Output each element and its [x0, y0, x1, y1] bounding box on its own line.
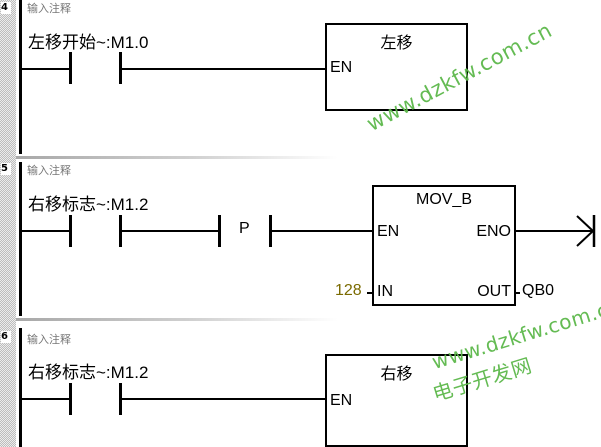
function-box-shift-right[interactable]: 右移 EN	[325, 354, 468, 447]
contact-right-bar[interactable]	[119, 52, 122, 84]
edge-detector-right-bar[interactable]	[269, 215, 272, 247]
wire	[22, 230, 70, 232]
wire	[271, 230, 374, 232]
power-rail	[19, 0, 22, 154]
pin-en: EN	[330, 59, 353, 76]
pin-out: OUT	[477, 283, 511, 300]
box-title: 右移	[380, 366, 413, 383]
contact-right-bar[interactable]	[119, 383, 122, 415]
pin-eno: ENO	[476, 223, 511, 240]
function-box-mov-b[interactable]: MOV_B EN IN ENO OUT	[372, 185, 516, 306]
network-number: 4	[1, 2, 11, 14]
network-separator	[16, 156, 601, 159]
wire	[121, 230, 219, 232]
contact-label[interactable]: 右移标志~:M1.2	[28, 195, 149, 214]
contact-left-bar[interactable]	[69, 52, 72, 84]
function-box-shift-left[interactable]: 左移 EN	[325, 23, 468, 111]
power-rail	[19, 162, 22, 316]
contact-left-bar[interactable]	[69, 215, 72, 247]
network-comment[interactable]: 输入注释	[27, 165, 71, 177]
power-rail	[19, 328, 22, 447]
contact-left-bar[interactable]	[69, 383, 72, 415]
box-title: 左移	[380, 35, 413, 52]
pin-in: IN	[377, 283, 393, 300]
out-operand-value[interactable]: QB0	[522, 282, 555, 299]
wire	[22, 68, 70, 70]
contact-label[interactable]: 右移标志~:M1.2	[28, 363, 149, 382]
wire	[121, 398, 327, 400]
network-comment[interactable]: 输入注释	[27, 334, 71, 346]
network-number: 5	[1, 163, 11, 175]
network-number: 6	[1, 331, 11, 343]
box-title: MOV_B	[415, 191, 472, 208]
edge-detector-left-bar[interactable]	[218, 215, 221, 247]
output-arrow-icon	[576, 215, 596, 247]
wire	[121, 68, 327, 70]
pin-en: EN	[377, 223, 400, 240]
pin-en: EN	[330, 392, 353, 409]
network-comment[interactable]: 输入注释	[27, 3, 71, 15]
wire	[22, 398, 70, 400]
contact-right-bar[interactable]	[119, 215, 122, 247]
network-separator	[16, 318, 601, 321]
contact-label[interactable]: 左移开始~:M1.0	[28, 33, 149, 52]
wire	[367, 292, 373, 294]
wire	[514, 292, 520, 294]
network-gutter	[0, 0, 16, 447]
in-operand-value[interactable]: 128	[335, 282, 362, 299]
positive-edge-detector[interactable]: P	[239, 220, 250, 237]
wire	[514, 230, 594, 232]
